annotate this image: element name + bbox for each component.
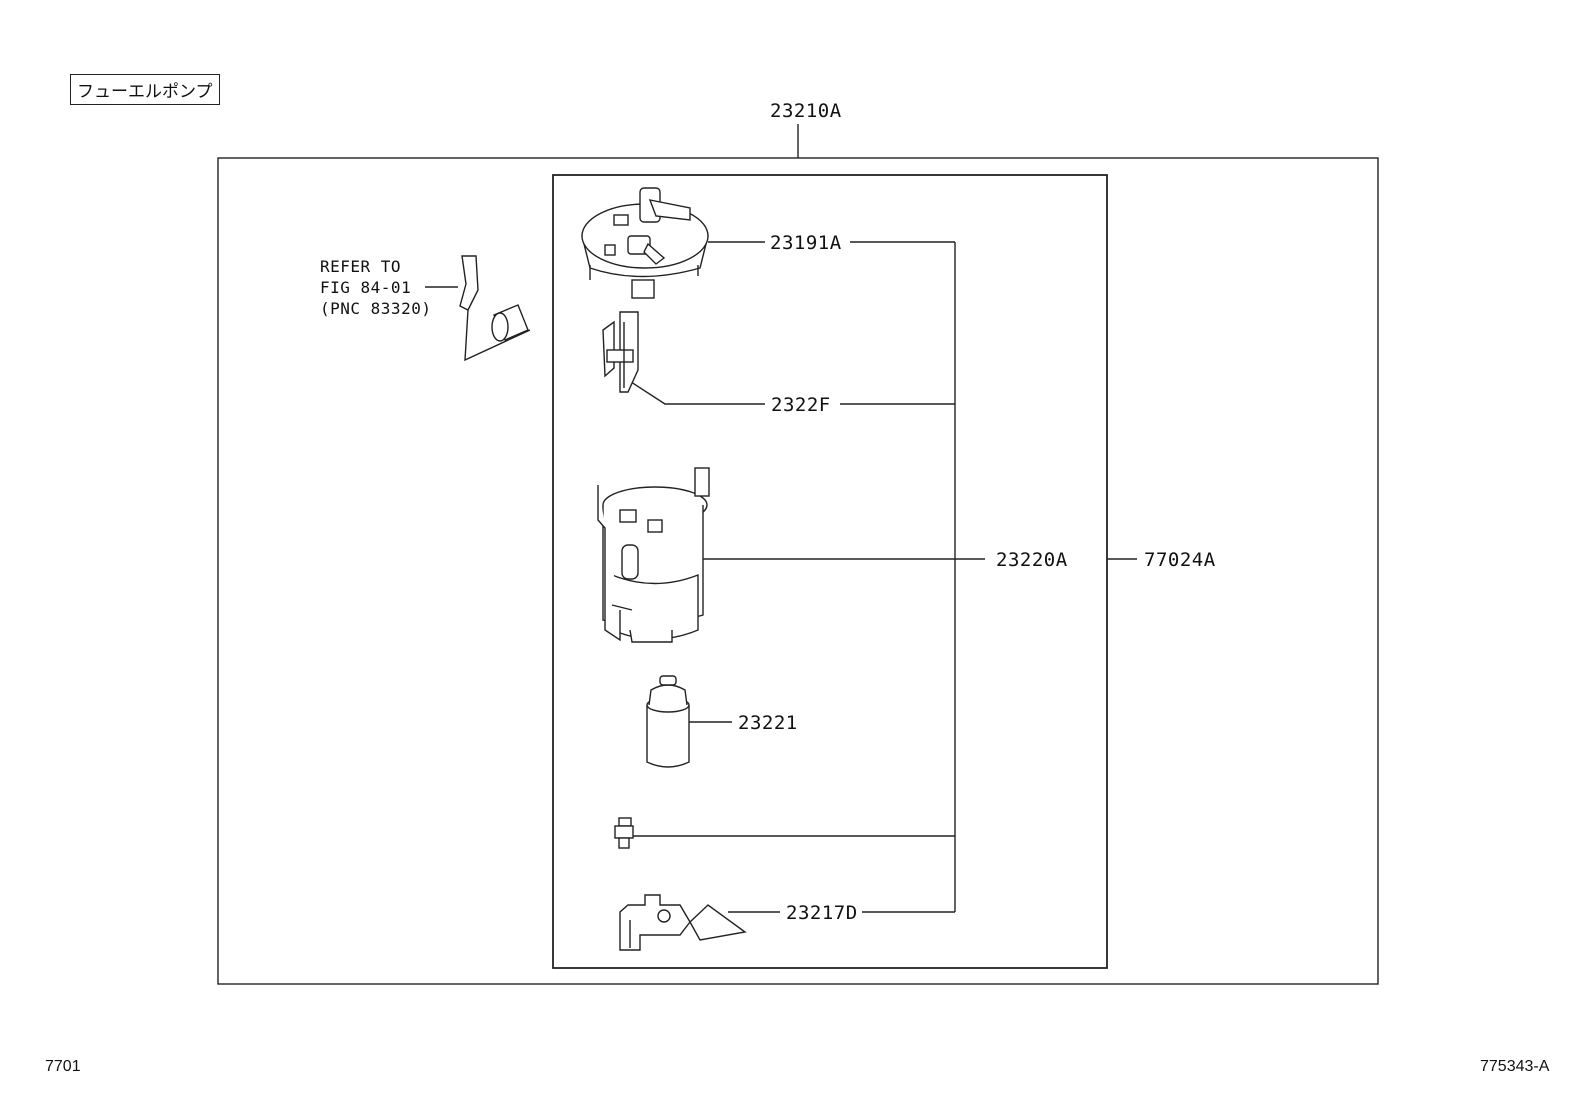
set-plate-icon	[581, 187, 709, 299]
part-number-77024a[interactable]: 77024A	[1144, 549, 1216, 571]
bracket-icon	[602, 311, 639, 393]
part-number-23191a[interactable]: 23191A	[770, 232, 842, 254]
part-number-23220a[interactable]: 23220A	[996, 549, 1068, 571]
sender-gauge-icon	[619, 894, 747, 951]
footer-left-code: 7701	[45, 1058, 81, 1075]
reference-line-3: (PNC 83320)	[320, 299, 432, 318]
section-title: フューエルポンプ	[70, 74, 220, 105]
part-number-23210a[interactable]: 23210A	[770, 100, 842, 122]
part-number-2322f[interactable]: 2322F	[771, 394, 831, 416]
reference-line-2[interactable]: FIG 84-01	[320, 278, 412, 297]
fuel-pump-icon	[646, 675, 690, 768]
subkit-frame	[552, 174, 1108, 969]
part-number-23221[interactable]: 23221	[738, 712, 798, 734]
part-number-23217d[interactable]: 23217D	[786, 902, 858, 924]
filter-icon	[597, 467, 710, 643]
reference-note: REFER TO FIG 84-01 (PNC 83320)	[320, 256, 431, 319]
reference-line-1: REFER TO	[320, 257, 402, 276]
footer-right-code: 775343-A	[1480, 1058, 1550, 1075]
valve-icon	[614, 817, 634, 849]
reference-sender-icon	[459, 255, 531, 362]
